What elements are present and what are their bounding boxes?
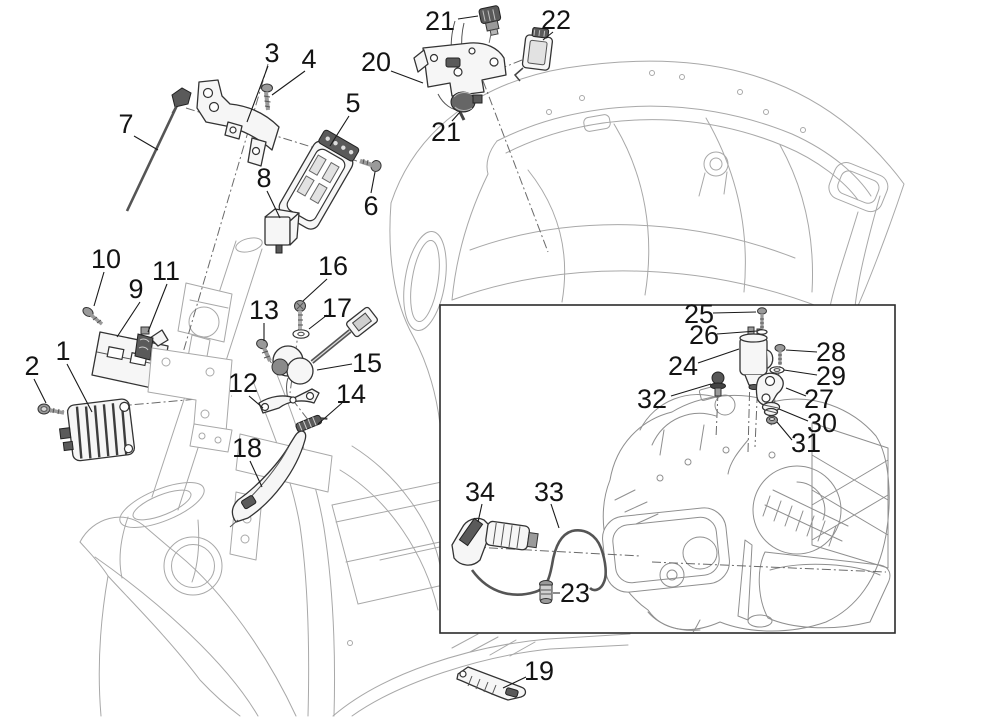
part-lock-sensor-15 (271, 306, 379, 405)
part-relay-22 (513, 27, 554, 82)
callout-1: 1 (55, 336, 70, 366)
callout-8: 8 (256, 163, 271, 193)
callout-19: 19 (524, 656, 554, 686)
part-cover-18 (229, 430, 307, 528)
callout-5: 5 (345, 88, 360, 118)
part-spark-plug-cap-34 (451, 517, 539, 566)
callout-11: 11 (152, 256, 180, 286)
callout-13: 13 (249, 295, 279, 325)
part-bracket-27 (755, 372, 784, 406)
part-bolt-16 (294, 300, 306, 329)
callout-12: 12 (228, 368, 258, 398)
callout-32: 32 (637, 384, 667, 414)
part-bolt-4 (261, 83, 273, 111)
part-washer-26 (756, 329, 768, 335)
leader-lines (33, 15, 818, 689)
parts (37, 5, 786, 701)
callout-labels: 1 2 3 4 5 6 7 8 9 10 11 12 13 14 15 16 1… (24, 5, 846, 686)
part-bolt-13 (256, 338, 272, 362)
callout-22: 22 (541, 5, 571, 35)
part-clip-11 (134, 326, 154, 361)
callout-30: 30 (807, 408, 837, 438)
part-rod-7 (125, 87, 192, 212)
part-washer-17 (292, 329, 310, 339)
scooter-frame-art (79, 60, 905, 717)
callout-7: 7 (118, 109, 133, 139)
callout-31: 31 (791, 428, 821, 458)
callout-6: 6 (363, 191, 378, 221)
part-bolt-23 (539, 580, 553, 604)
callout-4: 4 (301, 44, 316, 74)
part-ecu-5 (278, 129, 360, 230)
part-bolt-2 (37, 403, 65, 415)
part-bolt-10 (82, 306, 104, 326)
part-cable-33 (470, 529, 607, 596)
part-relay-8 (264, 208, 300, 254)
callout-33: 33 (534, 477, 564, 507)
part-sensor-21-bottom (450, 91, 483, 121)
part-bracket-19 (456, 666, 527, 701)
callout-29: 29 (816, 361, 846, 391)
callout-25: 25 (684, 299, 714, 329)
callout-9: 9 (128, 274, 143, 304)
part-bracket-20 (413, 20, 507, 112)
callout-34: 34 (465, 477, 495, 507)
part-mount-bracket (147, 347, 233, 453)
part-sensor-21-top (478, 5, 502, 36)
part-spring-washer-30 (761, 401, 781, 417)
callout-18: 18 (232, 433, 262, 463)
callout-2: 2 (24, 351, 39, 381)
part-regulator-1 (59, 398, 136, 462)
callout-26: 26 (689, 320, 719, 350)
part-sensor-32 (710, 371, 726, 397)
callout-3: 3 (264, 38, 279, 68)
callout-28: 28 (816, 337, 846, 367)
callout-21a: 21 (425, 6, 455, 36)
part-washer-29 (769, 366, 785, 374)
callout-17: 17 (322, 293, 352, 323)
callout-27: 27 (804, 384, 834, 414)
callout-23: 23 (560, 578, 590, 608)
callout-15: 15 (352, 348, 382, 378)
part-nut-31 (766, 415, 778, 425)
callout-20: 20 (361, 47, 391, 77)
callout-21b: 21 (431, 117, 461, 147)
part-bolt-6 (359, 158, 382, 172)
part-bolt-25 (757, 307, 767, 329)
part-bracket-12 (258, 388, 320, 414)
part-bracket-3 (196, 79, 280, 167)
callout-16: 16 (318, 251, 348, 281)
part-spring-clip-14 (295, 414, 328, 433)
callout-14: 14 (336, 379, 366, 409)
callout-10: 10 (91, 244, 121, 274)
callout-24: 24 (668, 351, 698, 381)
part-bolt-28 (774, 344, 786, 365)
